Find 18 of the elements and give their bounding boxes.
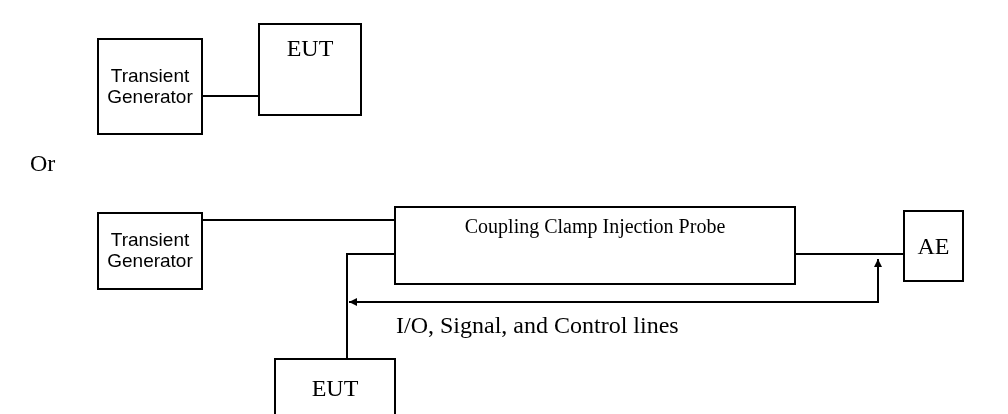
connector-line xyxy=(795,253,904,255)
node-label: EUT xyxy=(286,35,334,62)
process-box xyxy=(274,358,396,414)
process-box xyxy=(903,210,964,282)
connector-line xyxy=(202,219,395,221)
node-label: Transient Generator xyxy=(106,65,194,108)
node-label: AE xyxy=(917,232,950,260)
process-box xyxy=(97,212,203,290)
arrow-caption: I/O, Signal, and Control lines xyxy=(396,312,679,339)
process-box xyxy=(258,23,362,116)
node-label: EUT xyxy=(311,374,359,402)
process-box xyxy=(97,38,203,135)
node-label: Coupling Clamp Injection Probe xyxy=(464,215,726,237)
process-box xyxy=(394,206,796,285)
or-label: Or xyxy=(30,150,56,177)
connector-line xyxy=(202,95,259,97)
node-label: Transient Generator xyxy=(106,230,194,272)
connector-line xyxy=(346,253,395,359)
